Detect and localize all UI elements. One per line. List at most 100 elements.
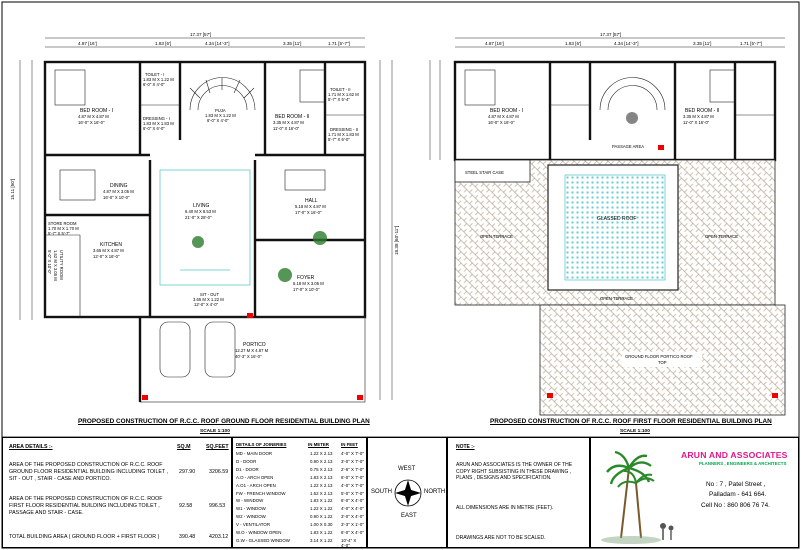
- joinery-row-m: 1.83 X 1.22: [310, 498, 333, 504]
- gf-dressing1-name: DRESSING - I: [143, 116, 170, 121]
- gf-bedroom1-size-m: 4.87 M X 4.87 M: [78, 114, 109, 119]
- gf-overall-width: 17.37 [57']: [190, 32, 211, 37]
- gf-store-size-m: 1.70 M X 1.70 M: [48, 226, 79, 231]
- gf-dining-name: DINING: [110, 183, 128, 189]
- ff-bedroom1-size-ft: 16'-0" X 16'-0": [488, 120, 515, 125]
- first-plan-scale: SCALE 1:100: [620, 429, 650, 434]
- gf-dressing1-size-m: 1.83 M X 1.83 M: [143, 121, 174, 126]
- joinery-row-m: 0.90 X 2.13: [310, 458, 333, 464]
- gf-portico-size-m: 12.27 M X 4.87 M: [235, 348, 269, 353]
- area-row-2-sqm: 92.58: [179, 503, 193, 509]
- ff-top-dim-1: 4.87 [16']: [485, 41, 504, 46]
- area-details-header: AREA DETAILS :-: [9, 444, 53, 450]
- gf-bedroom2-size-ft: 11'-0" X 16'-0": [273, 126, 300, 131]
- gf-kitchen-name: KITCHEN: [100, 242, 122, 248]
- joinery-row-code: D - DOOR: [236, 458, 257, 464]
- firm-name: ARUN AND ASSOCIATES: [681, 450, 788, 460]
- joinery-row-ft: 5'-0" X 7'-0": [341, 490, 364, 496]
- joinery-row-ft: 10'-4" X 4'-0": [341, 537, 357, 548]
- joinery-row-ft: 4'-0" X 7'-0": [341, 482, 364, 488]
- joinery-row-code: A.O - ARCH OPEN: [236, 474, 274, 480]
- joinery-row-code: A.O1 - ARCH OPEN: [236, 482, 276, 488]
- joinery-row-code: W - WINDOW: [236, 498, 264, 504]
- note-line-3: DRAWINGS ARE NOT TO BE SCALED.: [456, 535, 546, 541]
- area-row-1-text: AREA OF THE PROPOSED CONSTRUCTION OF R.C…: [9, 462, 169, 482]
- gf-utility-size-ft: 5'-0" X 10'-0": [47, 250, 52, 275]
- gf-bedroom1-name: BED ROOM - I: [80, 108, 113, 114]
- gf-toilet1-name: TOILET - I: [145, 72, 164, 77]
- firm-address-1: No : 7 , Patel Street ,: [706, 481, 766, 488]
- joinery-row-m: 1.83 X 2.13: [310, 474, 333, 480]
- firm-phone: Cell No : 860 806 76 74.: [701, 502, 770, 509]
- joinery-row-ft: 6'-0" X 7'-0": [341, 474, 364, 480]
- gf-foyer-size-ft: 17'-0" X 10'-0": [293, 287, 320, 292]
- gf-toilet2-size-ft: 5'-7" X 5'-4": [328, 97, 350, 102]
- gf-foyer-size-m: 5.18 M X 3.05 M: [293, 281, 324, 286]
- joinery-row-ft: 3'-0" X 4'-0": [341, 514, 364, 520]
- gf-living-size-ft: 21'-0" X 28'-0": [185, 215, 212, 220]
- area-col-sqm: SQ.M: [177, 444, 191, 450]
- gf-hall-size-m: 5.18 M X 4.87 M: [295, 204, 326, 209]
- joinery-row-m: 1.22 X 2.13: [310, 451, 333, 456]
- ground-plan-title: PROPOSED CONSTRUCTION OF R.C.C. ROOF GRO…: [78, 418, 370, 425]
- ground-plan-scale: SCALE 1:100: [200, 429, 230, 434]
- joinery-row-m: 1.22 X 1.22: [310, 506, 333, 512]
- gf-toilet1-size-ft: 6'-0" X 4'-0": [143, 82, 165, 87]
- gf-bedroom2-size-m: 3.35 M X 4.87 M: [273, 120, 304, 125]
- joinery-row-ft: 4'-0" X 7'-0": [341, 451, 364, 456]
- gf-puja-size-ft: 6'-0" X 4'-0": [207, 118, 229, 123]
- joinery-row-code: W2 - WINDOW: [236, 514, 266, 520]
- gf-utility-name: UTILITY ROOM: [59, 250, 64, 280]
- gf-dressing1-size-ft: 6'-0" X 6'-0": [143, 126, 165, 131]
- joinery-col-m: IN METER: [308, 442, 329, 447]
- compass-rose-icon: [394, 479, 422, 507]
- joinery-row-code: D1 - DOOR: [236, 466, 259, 472]
- area-col-sqft: SQ.FEET: [206, 444, 229, 450]
- note-line-1: ARUN AND ASSOCIATES IS THE OWNER OF THE …: [456, 462, 573, 481]
- joinery-row-code: V - VENTILATOR: [236, 522, 270, 528]
- gf-puja-size-m: 1.83 M X 1.22 M: [205, 113, 236, 118]
- joinery-panel: DETAILS OF JOINERIES IN METER IN FEET MD…: [232, 437, 367, 548]
- gf-living-name: LIVING: [193, 203, 210, 209]
- joinery-row-ft: 3'-3" X 1'-0": [341, 522, 364, 528]
- compass-south: SOUTH: [371, 489, 392, 495]
- joinery-row-m: 3.14 X 1.22: [310, 537, 333, 543]
- gf-top-dim-3: 4.34 [14'-3"]: [205, 41, 229, 46]
- gf-portico-size-ft: 40'-3" X 16'-0": [235, 354, 262, 359]
- ff-bedroom2-name: BED ROOM - II: [685, 108, 719, 114]
- gf-foyer-name: FOYER: [297, 275, 315, 281]
- area-details-panel: AREA DETAILS :- SQ.M SQ.FEET AREA OF THE…: [2, 437, 232, 548]
- ff-bedroom2-size-ft: 11'-0" X 16'-0": [683, 120, 710, 125]
- ff-stair-label: STEEL STAIR CASE: [465, 170, 504, 175]
- gf-utility-size-m: 1.52 M X 3.05 M: [53, 250, 58, 281]
- firm-panel: ARUN AND ASSOCIATES PLANNERS , ENGINEERS…: [590, 437, 799, 548]
- gf-room-labels: BED ROOM - I 4.87 M X 4.87 M 16'-0" X 16…: [47, 72, 359, 359]
- gf-bedroom2-name: BED ROOM - II: [275, 114, 309, 120]
- gf-toilet1-size-m: 1.83 M X 1.22 M: [143, 77, 174, 82]
- ff-terrace-right-label: OPEN TERRACE: [705, 234, 738, 239]
- gf-kitchen-size-m: 3.65 M X 4.87 M: [93, 248, 124, 253]
- compass-panel: WEST SOUTH NORTH EAST: [367, 437, 447, 548]
- gf-toilet2-name: TOILET - II: [330, 87, 351, 92]
- gf-dressing2-name: DRESSING - II: [330, 127, 358, 132]
- ff-terrace-left-label: OPEN TERRACE: [480, 234, 513, 239]
- ff-portico-roof-top: TOP: [658, 360, 667, 365]
- joinery-row-code: W1 - WINDOW: [236, 506, 266, 512]
- ff-passage-label: PASSAGE AREA: [612, 144, 644, 149]
- firm-address-2: Palladam - 641 664.: [709, 491, 767, 498]
- area-row-1-sqft: 3206.59: [209, 469, 229, 475]
- joinery-row-ft: 6'-0" X 4'-0": [341, 530, 364, 535]
- ff-terrace-bottom-label: OPEN TERRACE: [600, 296, 633, 301]
- joinery-header: DETAILS OF JOINERIES: [236, 442, 287, 447]
- gf-left-dim: 15.11 [50']: [10, 179, 15, 200]
- gf-sitout-size-ft: 12'-0" X 4'-0": [194, 302, 219, 307]
- note-header: NOTE :-: [456, 444, 475, 450]
- gf-sitout-name: SIT - OUT: [200, 292, 219, 297]
- joinery-row-m: 0.75 X 2.13: [310, 466, 333, 472]
- area-total-text: TOTAL BUILDING AREA ( GROUND FLOOR + FIR…: [9, 534, 160, 540]
- gf-top-dim-2: 1.83 [6']: [155, 41, 171, 46]
- compass-north: NORTH: [424, 489, 446, 495]
- gf-sitout-size-m: 3.65 M X 1.22 M: [193, 297, 224, 302]
